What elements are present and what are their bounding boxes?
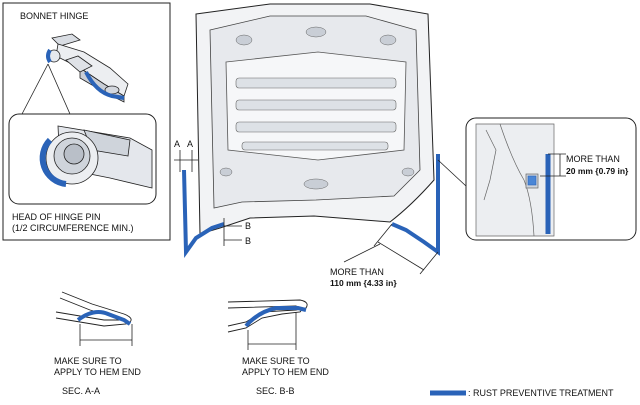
bonnet-illustration: A A B B MORE THAN 110 mm {4.33 in} xyxy=(174,3,440,288)
pin-label-line1: HEAD OF HINGE PIN xyxy=(12,212,101,222)
legend: : RUST PREVENTIVE TREATMENT xyxy=(430,388,614,398)
section-aa-view: MAKE SURE TO APPLY TO HEM END SEC. A-A xyxy=(54,291,141,396)
section-b-label-2: B xyxy=(245,236,251,246)
section-bb-view: MAKE SURE TO APPLY TO HEM END SEC. B-B xyxy=(227,299,329,396)
section-aa-label: SEC. A-A xyxy=(62,386,100,396)
right-detail-inset: MORE THAN 20 mm {0.79 in} xyxy=(437,117,637,241)
corner-dim-line2: 110 mm {4.33 in} xyxy=(330,278,397,288)
hinge-edge-treatment-mark xyxy=(84,71,125,100)
bonnet-ribs xyxy=(235,77,397,151)
section-a-label-2: A xyxy=(187,139,193,149)
section-aa-treatment xyxy=(76,310,132,326)
section-bb-note-line1: MAKE SURE TO xyxy=(242,356,310,366)
corner-dim-line1: MORE THAN xyxy=(330,267,384,277)
leader-line-right xyxy=(47,63,71,115)
hinge-pin-zoom-illustration xyxy=(45,125,153,189)
section-aa-note-line1: MAKE SURE TO xyxy=(54,356,122,366)
bonnet-left-edge-treatment xyxy=(182,169,225,259)
section-bb-note-line2: APPLY TO HEM END xyxy=(242,367,329,377)
section-a-label-1: A xyxy=(174,139,180,149)
section-aa-note-line2: APPLY TO HEM END xyxy=(54,367,141,377)
detail-dim-line1: MORE THAN xyxy=(566,154,620,164)
detail-leader-line xyxy=(437,159,467,187)
pin-label-line2: (1/2 CIRCUMFERENCE MIN.) xyxy=(12,223,134,233)
detail-clip-marker xyxy=(527,175,537,186)
detail-dimension xyxy=(540,153,566,177)
pin-head-treatment-mark xyxy=(39,137,67,187)
section-b-marker xyxy=(223,218,242,246)
bonnet-hinge-inset: BONNET HINGE HEAD OF HINGE PIN (1/2 CIRC… xyxy=(2,2,171,241)
section-aa-dimension xyxy=(79,324,133,346)
detail-illustration xyxy=(475,123,555,237)
section-bb-dimension xyxy=(247,312,297,350)
corner-dimension xyxy=(343,223,439,275)
legend-label: : RUST PREVENTIVE TREATMENT xyxy=(468,388,614,398)
section-bb-profile xyxy=(227,299,308,333)
bonnet-vent-holes xyxy=(219,26,415,190)
section-bb-label: SEC. B-B xyxy=(256,386,295,396)
detail-dim-line2: 20 mm {0.79 in} xyxy=(566,166,629,176)
hinge-title: BONNET HINGE xyxy=(20,11,88,21)
bonnet-right-edge-treatment xyxy=(391,154,440,256)
section-aa-profile xyxy=(55,291,132,327)
section-bb-treatment xyxy=(244,306,307,328)
hinge-pin-treatment-mark xyxy=(46,48,52,64)
leader-line-left xyxy=(21,63,49,115)
section-a-marker xyxy=(174,150,198,172)
hinge-illustration xyxy=(47,33,129,103)
section-b-label-1: B xyxy=(245,221,251,231)
